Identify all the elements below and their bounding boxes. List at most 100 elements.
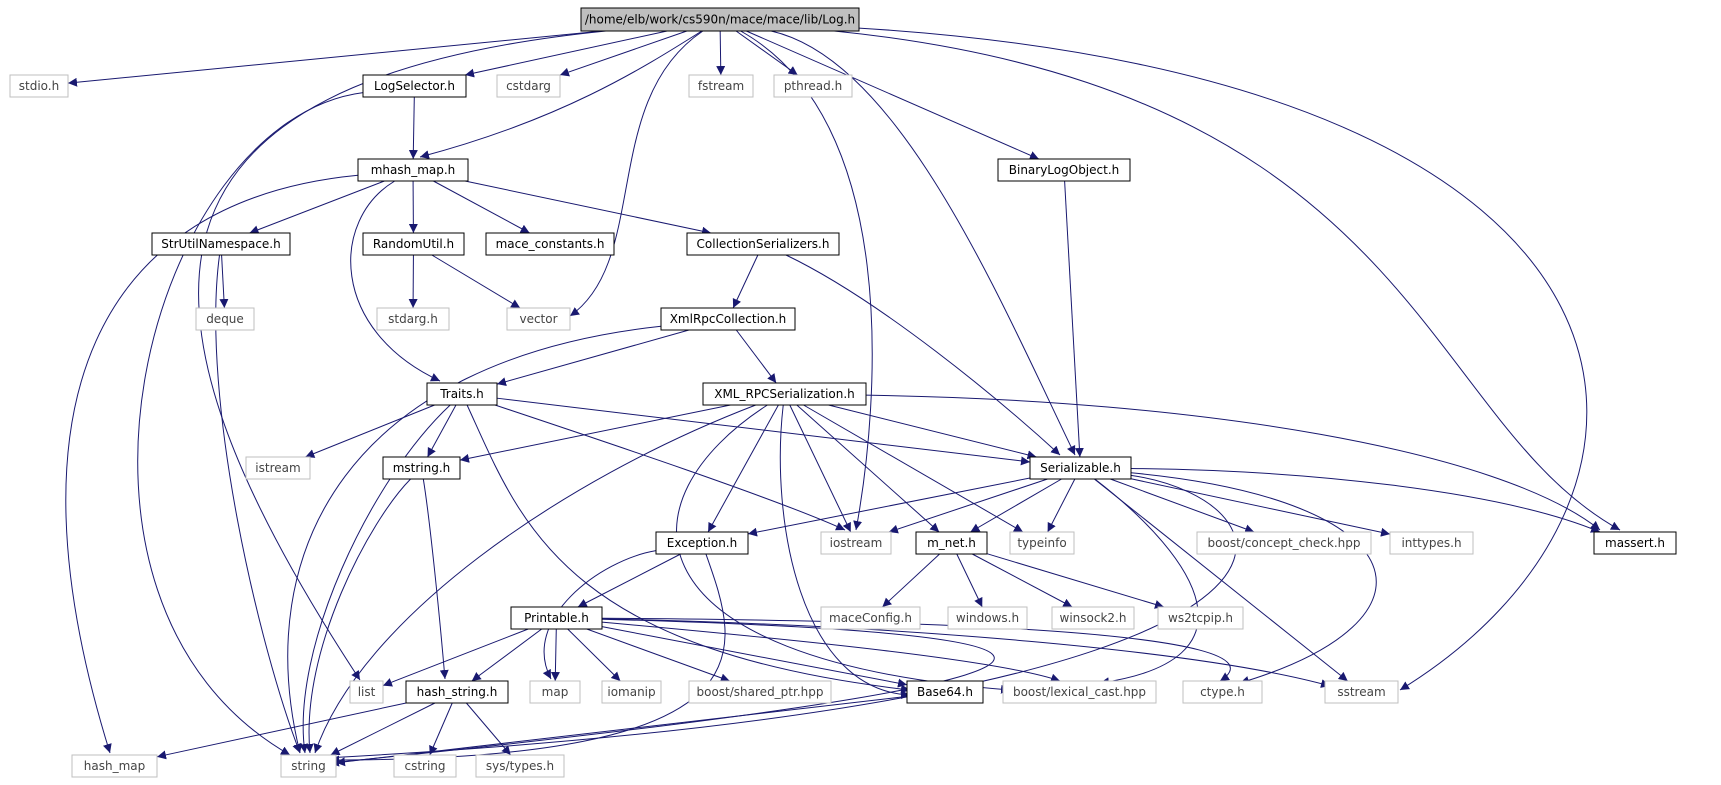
node-label-stdio: stdio.h xyxy=(19,79,59,93)
node-box-deque xyxy=(195,307,255,331)
node-binlog[interactable]: BinaryLogObject.h xyxy=(997,158,1131,182)
node-label-log: /home/elb/work/cs590n/mace/mace/lib/Log.… xyxy=(585,13,855,27)
node-box-stdio xyxy=(9,74,69,98)
edge-mnet-to-ws2 xyxy=(986,553,1165,609)
node-label-collser: CollectionSerializers.h xyxy=(697,237,830,251)
edge-hashstr-to-string xyxy=(330,702,436,756)
node-label-sharedptr: boost/shared_ptr.hpp xyxy=(697,685,824,699)
edge-log-to-cstdarg xyxy=(559,30,688,77)
edge-serial-to-string xyxy=(324,474,1237,763)
node-printable[interactable]: Printable.h xyxy=(510,606,603,630)
node-exception[interactable]: Exception.h xyxy=(655,531,749,555)
node-mhash[interactable]: mhash_map.h xyxy=(357,158,469,182)
node-box-mhash xyxy=(357,158,469,182)
node-istream: istream xyxy=(245,456,311,480)
node-collser[interactable]: CollectionSerializers.h xyxy=(686,232,840,256)
node-box-map xyxy=(529,680,581,704)
node-label-stdargh: stdarg.h xyxy=(388,312,438,326)
node-iomanip: iomanip xyxy=(601,680,662,704)
node-label-xmlser: XML_RPCSerialization.h xyxy=(714,387,855,401)
node-randutil[interactable]: RandomUtil.h xyxy=(362,232,465,256)
node-box-cstdarg xyxy=(496,74,561,98)
node-label-string: string xyxy=(291,759,325,773)
edge-xmlser-to-lexcast xyxy=(676,404,1011,694)
node-box-strutil xyxy=(151,232,291,256)
node-box-stdargh xyxy=(376,307,450,331)
node-label-cstdarg: cstdarg xyxy=(506,79,551,93)
edge-printable-to-string xyxy=(329,618,995,767)
node-box-lexcast xyxy=(1002,680,1157,704)
node-label-macec: mace_constants.h xyxy=(496,237,605,251)
edge-log-to-mhash xyxy=(419,30,703,160)
node-label-mhash: mhash_map.h xyxy=(371,163,456,177)
node-mstring[interactable]: mstring.h xyxy=(382,456,461,480)
edge-mhash-to-collser xyxy=(464,180,712,236)
node-macec[interactable]: mace_constants.h xyxy=(485,232,615,256)
node-label-fstream: fstream xyxy=(698,79,744,93)
node-label-mnet: m_net.h xyxy=(927,536,976,550)
node-box-systypes xyxy=(475,754,565,778)
edge-xmlser-to-massert xyxy=(865,394,1601,531)
node-label-ws2: ws2tcpip.h xyxy=(1168,611,1233,625)
node-xmlcoll[interactable]: XmlRpcCollection.h xyxy=(660,307,796,331)
edge-xmlcoll-to-traits xyxy=(496,329,690,387)
node-mnet[interactable]: m_net.h xyxy=(915,531,988,555)
node-massert[interactable]: massert.h xyxy=(1593,531,1677,555)
edge-traits-to-iostream xyxy=(494,404,846,531)
edge-log-to-massert xyxy=(834,30,1621,531)
node-label-typeinfo: typeinfo xyxy=(1017,536,1066,550)
edge-base64-to-string xyxy=(335,695,908,767)
node-stdio: stdio.h xyxy=(9,74,69,98)
edge-traits-to-mstring xyxy=(427,404,457,458)
node-strutil[interactable]: StrUtilNamespace.h xyxy=(151,232,291,256)
node-label-windows: windows.h xyxy=(956,611,1019,625)
node-label-concept: boost/concept_check.hpp xyxy=(1208,536,1361,550)
edge-serial-to-exception xyxy=(747,477,1031,537)
edge-printable-to-base64 xyxy=(601,626,908,688)
node-box-fstream xyxy=(688,74,754,98)
node-label-strutil: StrUtilNamespace.h xyxy=(161,237,280,251)
node-label-hashmap: hash_map xyxy=(84,759,145,773)
edge-logsel-to-string xyxy=(137,92,364,756)
node-sharedptr: boost/shared_ptr.hpp xyxy=(688,680,832,704)
edge-log-to-logsel xyxy=(464,30,668,78)
edge-exception-to-string xyxy=(329,553,726,765)
node-label-randutil: RandomUtil.h xyxy=(373,237,454,251)
edge-log-to-fstream xyxy=(716,30,726,76)
node-hashmap: hash_map xyxy=(71,754,158,778)
node-box-cstring xyxy=(393,754,457,778)
edge-traits-to-serial xyxy=(496,397,1031,466)
node-xmlser[interactable]: XML_RPCSerialization.h xyxy=(702,382,867,406)
node-windows: windows.h xyxy=(947,606,1028,630)
node-box-macec xyxy=(485,232,615,256)
node-box-hashstr xyxy=(405,680,509,704)
node-label-sstream: sstream xyxy=(1337,685,1385,699)
node-label-massert: massert.h xyxy=(1605,536,1665,550)
edge-hashstr-to-systypes xyxy=(465,702,512,756)
node-label-cstring: cstring xyxy=(404,759,445,773)
node-base64[interactable]: Base64.h xyxy=(906,680,984,704)
node-log[interactable]: /home/elb/work/cs590n/mace/mace/lib/Log.… xyxy=(580,7,860,32)
node-box-log xyxy=(580,7,860,32)
edge-traits-to-string xyxy=(299,404,451,754)
edge-serial-to-typeinfo xyxy=(1047,478,1076,533)
edge-mnet-to-winsock xyxy=(972,553,1073,608)
node-traits[interactable]: Traits.h xyxy=(426,382,498,406)
edge-log-to-list xyxy=(198,30,607,681)
edge-serial-to-concept xyxy=(1110,478,1255,534)
node-serial[interactable]: Serializable.h xyxy=(1029,456,1132,480)
node-hashstr[interactable]: hash_string.h xyxy=(405,680,509,704)
node-logsel[interactable]: LogSelector.h xyxy=(362,74,467,98)
node-inttypes: inttypes.h xyxy=(1389,531,1474,555)
node-label-inttypes: inttypes.h xyxy=(1401,536,1461,550)
node-layer: /home/elb/work/cs590n/mace/mace/lib/Log.… xyxy=(9,7,1677,778)
node-box-ws2 xyxy=(1157,606,1244,630)
node-box-concept xyxy=(1196,531,1372,555)
node-ws2: ws2tcpip.h xyxy=(1157,606,1244,630)
node-box-winsock xyxy=(1051,606,1135,630)
edge-serial-to-inttypes xyxy=(1130,478,1391,537)
edge-exception-to-printable xyxy=(577,553,681,608)
edge-collser-to-serial xyxy=(785,254,1061,456)
node-box-iostream xyxy=(820,531,892,555)
